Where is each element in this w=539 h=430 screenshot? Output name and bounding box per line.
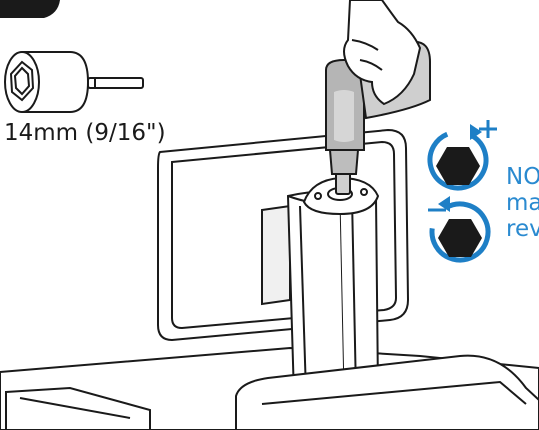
note-text-line-2: ma: [506, 190, 539, 216]
step-marker-icon: [0, 0, 60, 18]
clockwise-arrow-plus-hex-icon: [420, 120, 497, 198]
counterclockwise-arrow-minus-hex-icon: [422, 194, 498, 270]
note-text-line-3: rev: [506, 216, 539, 242]
socket-size-label: 14mm (9/16"): [4, 120, 166, 146]
note-text-line-1: NO: [506, 164, 539, 190]
stand-column: [288, 191, 378, 396]
hex-socket-bit-icon: [5, 52, 143, 112]
